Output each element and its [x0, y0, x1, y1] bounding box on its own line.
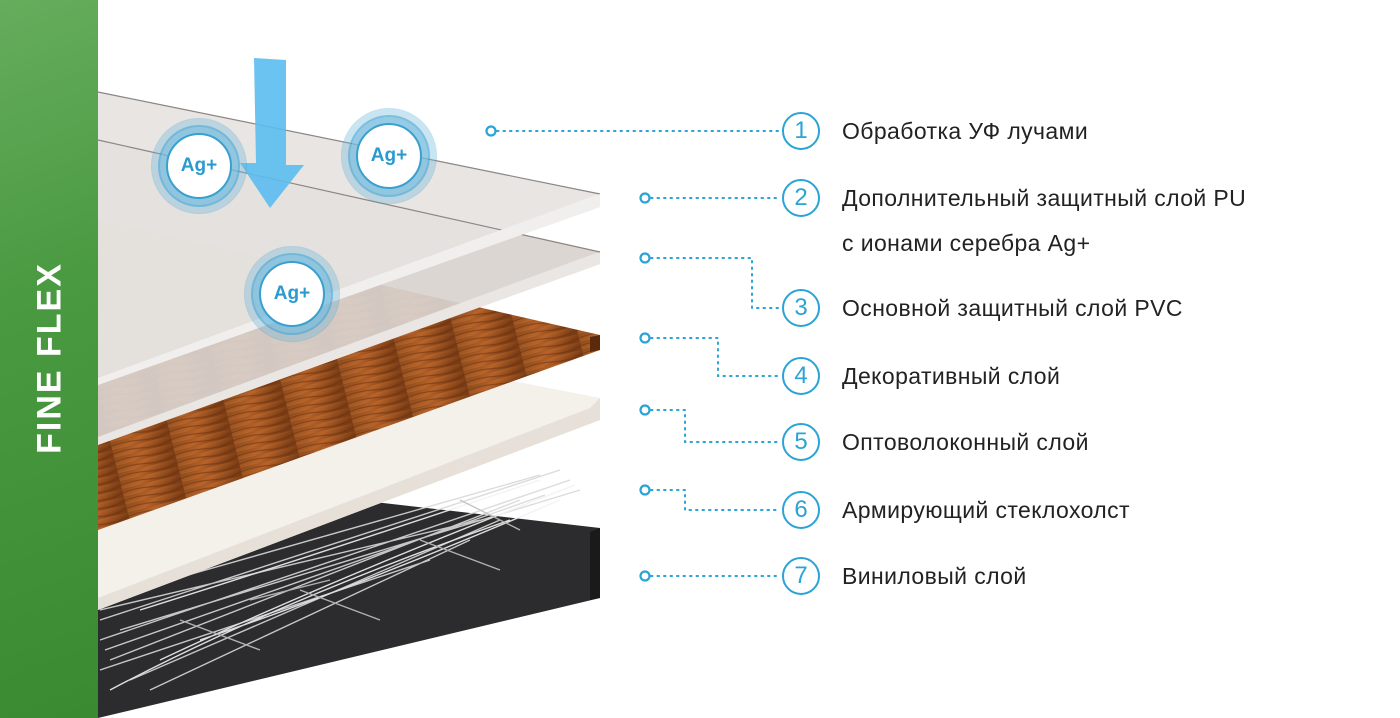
uv-arrow-icon — [240, 58, 304, 208]
layer-number-4: 4 — [782, 357, 820, 395]
layer-label-4: Декоративный слой — [842, 363, 1061, 389]
silver-ion-badge: Ag+ — [166, 133, 232, 199]
silver-ion-badge: Ag+ — [259, 261, 325, 327]
layer-label-3: Основной защитный слой PVC — [842, 295, 1183, 321]
layer-2-edge — [98, 194, 600, 385]
layer-number-5: 5 — [782, 423, 820, 461]
layer-7-edge — [590, 528, 600, 600]
layer-number-1: 1 — [782, 112, 820, 150]
layer-label-5: Оптоволоконный слой — [842, 429, 1089, 455]
connector-dots — [485, 125, 651, 582]
layer-number-2: 2 — [782, 179, 820, 217]
layer-label-1: Обработка УФ лучами — [842, 118, 1089, 144]
layer-4-edge — [590, 335, 600, 352]
layer-number-6: 6 — [782, 491, 820, 529]
layer-label-2: Дополнительный защитный слой PU — [842, 185, 1247, 211]
brand-sidebar: FINE FLEX — [0, 0, 98, 718]
layer-label-7: Виниловый слой — [842, 563, 1027, 589]
silver-ion-badge: Ag+ — [356, 123, 422, 189]
layer-label-2-line2: с ионами серебра Ag+ — [842, 230, 1091, 256]
layer-6-fiberglass — [99, 469, 581, 691]
layer-3-edge — [98, 252, 600, 445]
layer-5-edge — [98, 398, 600, 610]
connector-lines — [496, 130, 781, 577]
layer-number-7: 7 — [782, 557, 820, 595]
layer-label-6: Армирующий стеклохолст — [842, 497, 1130, 523]
layer-number-3: 3 — [782, 289, 820, 327]
